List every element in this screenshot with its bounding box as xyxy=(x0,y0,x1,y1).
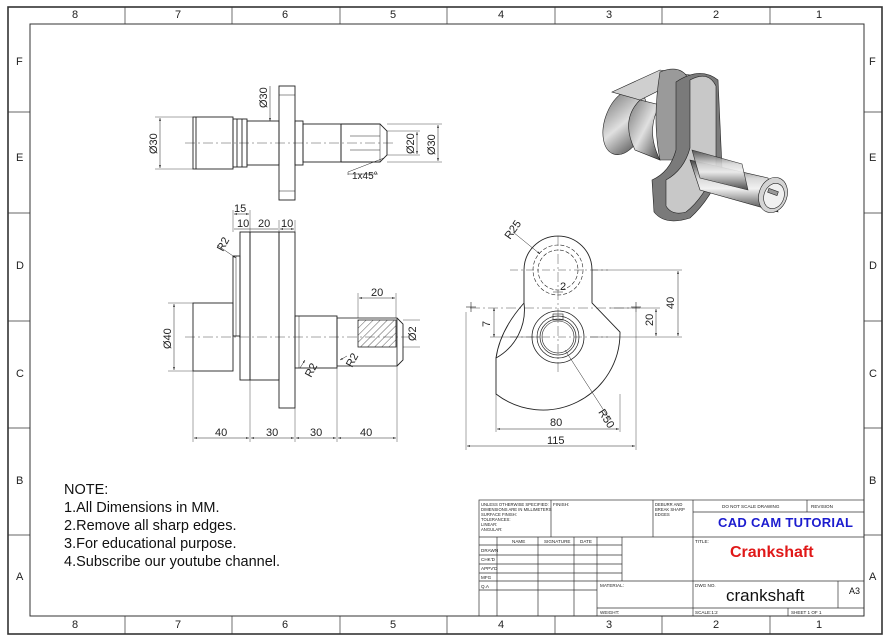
side-dim-labels: R25 2 40 20 7 R50 80 115 xyxy=(481,218,677,447)
dim-10a: 10 xyxy=(237,218,249,230)
title-label: TITLE: xyxy=(695,539,709,544)
row-chkd: CHK'D xyxy=(481,557,495,562)
front-top-dim-labels: Ø30 Ø30 Ø20 Ø30 1x45° xyxy=(148,87,438,182)
dim-r2-b: R2 xyxy=(344,351,361,369)
zone-col-1-bottom: 1 xyxy=(816,619,823,631)
zone-row-f-right: F xyxy=(869,56,876,68)
zone-col-8-top: 8 xyxy=(72,9,79,21)
row-drawn: DRAWN xyxy=(481,548,499,553)
dim-115: 115 xyxy=(547,435,565,447)
dim-30b: 30 xyxy=(310,427,322,439)
dim-10b: 10 xyxy=(281,218,293,230)
scale-label: SCALE:1:2 xyxy=(695,610,718,615)
dim-30a: 30 xyxy=(266,427,278,439)
zone-row-d-right: D xyxy=(869,260,877,272)
zone-col-3-top: 3 xyxy=(606,9,613,21)
front-bottom-dim-labels: 15 10 20 10 R2 Ø40 20 Ø2 R2 R2 40 30 30 … xyxy=(162,203,419,439)
dim-40b: 40 xyxy=(360,427,372,439)
material-label: MATERIAL: xyxy=(600,583,624,588)
dim-80: 80 xyxy=(550,417,562,429)
zone-col-8-bottom: 8 xyxy=(72,619,79,631)
dim-d2: Ø2 xyxy=(407,326,419,341)
dim-r50: R50 xyxy=(595,407,616,430)
dim-d40: Ø40 xyxy=(162,328,174,349)
row-qa: Q.A xyxy=(481,584,489,589)
deburr-label: DEBURR AND BREAK SHARP EDGES xyxy=(655,502,685,517)
dim-2: 2 xyxy=(560,281,566,293)
zone-row-e-right: E xyxy=(869,152,877,164)
note-item: 1.All Dimensions in MM. xyxy=(64,500,220,516)
tolerance-spec: UNLESS OTHERWISE SPECIFIED: DIMENSIONS A… xyxy=(481,502,552,532)
sheet-size: A3 xyxy=(849,586,861,596)
zone-row-f-left: F xyxy=(16,56,23,68)
no-scale-label: DO NOT SCALE DRAWING xyxy=(722,504,780,509)
zone-col-7-top: 7 xyxy=(175,9,182,21)
zone-row-a-left: A xyxy=(16,571,24,583)
isometric-view xyxy=(602,68,788,222)
dim-d30-left: Ø30 xyxy=(148,133,160,154)
dim-15: 15 xyxy=(234,203,246,215)
zone-row-e-left: E xyxy=(16,152,24,164)
zone-col-6-top: 6 xyxy=(282,9,289,21)
note-item: 2.Remove all sharp edges. xyxy=(64,518,237,534)
side-view xyxy=(465,231,682,450)
row-mfg: MFG xyxy=(481,575,492,580)
zone-col-3-bottom: 3 xyxy=(606,619,613,631)
zone-row-b-right: B xyxy=(869,475,877,487)
dim-40a: 40 xyxy=(215,427,227,439)
zone-col-5-top: 5 xyxy=(390,9,397,21)
dim-7: 7 xyxy=(481,321,493,327)
zone-row-a-right: A xyxy=(869,571,877,583)
col-signature: SIGNATURE xyxy=(544,539,571,544)
zone-row-d-left: D xyxy=(16,260,24,272)
zone-row-c-left: C xyxy=(16,368,24,380)
dim-chamfer: 1x45° xyxy=(352,171,378,182)
front-view-bottom xyxy=(168,210,420,442)
weight-label: WEIGHT: xyxy=(600,610,620,615)
drawing-number: crankshaft xyxy=(726,586,805,605)
zone-col-6-bottom: 6 xyxy=(282,619,289,631)
dim-r2-top: R2 xyxy=(215,235,232,253)
zone-row-b-left: B xyxy=(16,475,24,487)
dim-40-side: 40 xyxy=(665,297,677,309)
dim-20-key: 20 xyxy=(371,287,383,299)
dim-r2-a: R2 xyxy=(303,361,320,379)
front-view-top xyxy=(155,85,442,201)
drawing-title: Crankshaft xyxy=(730,544,814,561)
note-item: 4.Subscribe our youtube channel. xyxy=(64,554,281,570)
sheet-number: SHEET 1 OF 1 xyxy=(791,610,822,615)
zone-col-2-bottom: 2 xyxy=(713,619,720,631)
zone-ticks xyxy=(8,7,882,634)
zone-col-7-bottom: 7 xyxy=(175,619,182,631)
note-item: 3.For educational purpose. xyxy=(64,536,237,552)
zone-col-5-bottom: 5 xyxy=(390,619,397,631)
zone-col-2-top: 2 xyxy=(713,9,720,21)
dim-20-side: 20 xyxy=(644,314,656,326)
zone-col-4-bottom: 4 xyxy=(498,619,505,631)
dwg-no-label: DWG NO. xyxy=(695,583,716,588)
finish-label: FINISH: xyxy=(553,502,570,507)
dim-d30-flange: Ø30 xyxy=(258,87,270,108)
revision-label: REVISION xyxy=(811,504,833,509)
zone-col-1-top: 1 xyxy=(816,9,823,21)
company-name: CAD CAM TUTORIAL xyxy=(718,515,854,530)
row-appvd: APPV'D xyxy=(481,566,498,571)
dim-d30-right: Ø30 xyxy=(426,134,438,155)
notes-block: NOTE: 1.All Dimensions in MM. 2.Remove a… xyxy=(64,481,280,571)
dim-20: 20 xyxy=(258,218,270,230)
zone-row-c-right: C xyxy=(869,368,877,380)
col-name: NAME xyxy=(512,539,526,544)
dim-d20: Ø20 xyxy=(405,133,417,154)
title-block xyxy=(478,499,865,617)
notes-heading: NOTE: xyxy=(64,482,109,498)
zone-col-4-top: 4 xyxy=(498,9,505,21)
col-date: DATE xyxy=(580,539,592,544)
